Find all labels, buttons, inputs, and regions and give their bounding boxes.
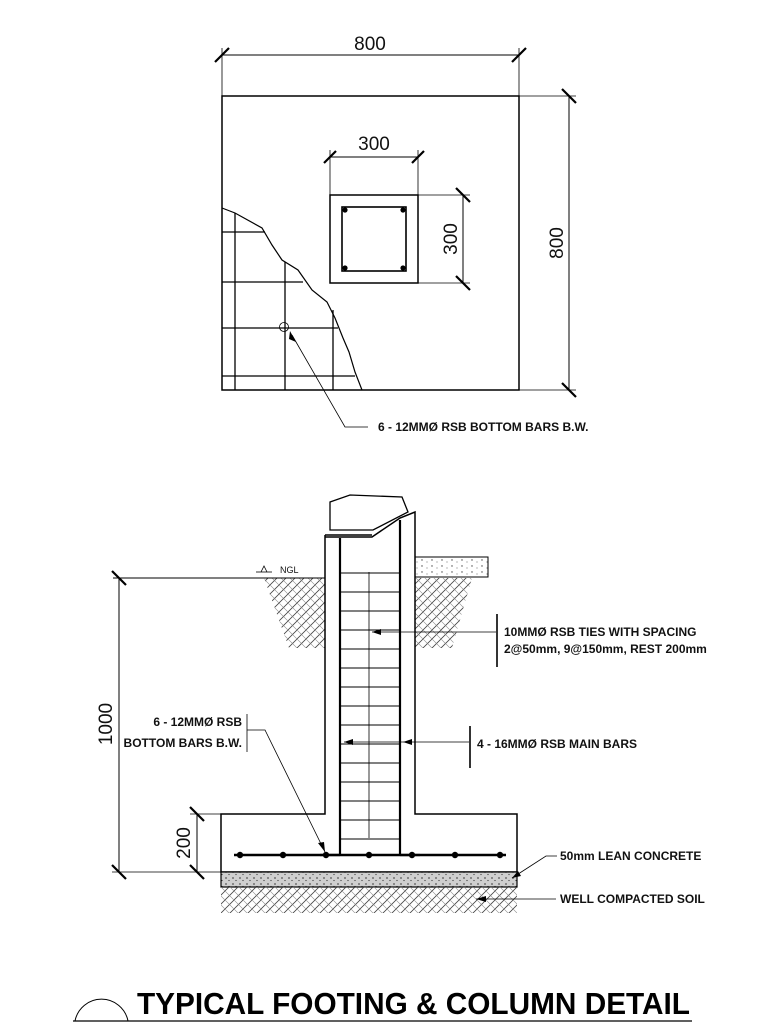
section-slab bbox=[414, 556, 489, 578]
section-lean-concrete-leader bbox=[511, 855, 557, 879]
section-ties-note-line2: 2@50mm, 9@150mm, REST 200mm bbox=[504, 642, 707, 656]
section-lean-concrete-note: 50mm LEAN CONCRETE bbox=[560, 849, 701, 863]
section-dim-footing: 200 bbox=[174, 806, 221, 880]
section-soil-left bbox=[264, 578, 325, 648]
section-ngl-label: NGL bbox=[280, 565, 299, 575]
section-ties bbox=[340, 572, 400, 840]
plan-column bbox=[329, 194, 419, 284]
title-block: TYPICAL FOOTING & COLUMN DETAIL bbox=[73, 986, 692, 1022]
section-main-bars-note: 4 - 16MMØ RSB MAIN BARS bbox=[477, 737, 637, 751]
drawing-title: TYPICAL FOOTING & COLUMN DETAIL bbox=[137, 986, 690, 1021]
plan-dim-width-text: 800 bbox=[354, 34, 386, 55]
section-bottom-bars-leader bbox=[246, 714, 326, 853]
plan-dim-column-width: 300 bbox=[323, 134, 425, 195]
plan-rebar-grid bbox=[221, 207, 363, 391]
section-column-break bbox=[329, 494, 409, 531]
section-soil-leader bbox=[476, 896, 556, 902]
section-bottom-bars-note-line2: BOTTOM BARS B.W. bbox=[124, 736, 242, 750]
section-bottom-bars bbox=[234, 851, 506, 859]
plan-dim-column-width-text: 300 bbox=[358, 134, 390, 155]
section-dim-total-text: 1000 bbox=[96, 703, 117, 745]
section-view: NGL bbox=[96, 494, 707, 913]
plan-footing-outline bbox=[221, 95, 520, 391]
section-ties-note-line1: 10MMØ RSB TIES WITH SPACING bbox=[504, 625, 696, 639]
section-bottom-bars-note-line1: 6 - 12MMØ RSB bbox=[153, 715, 242, 729]
section-ties-leader bbox=[372, 614, 498, 667]
plan-dim-width: 800 bbox=[214, 34, 527, 96]
section-compacted-soil bbox=[221, 887, 517, 913]
section-main-bars-leader bbox=[344, 726, 471, 768]
plan-dim-height: 800 bbox=[519, 88, 577, 398]
plan-dim-column-height-text: 300 bbox=[441, 223, 462, 255]
section-ngl: NGL bbox=[113, 565, 325, 579]
section-lean-concrete bbox=[220, 871, 518, 888]
section-dim-total: 1000 bbox=[96, 570, 221, 880]
plan-dim-height-text: 800 bbox=[547, 227, 568, 259]
section-concrete-outline bbox=[220, 510, 518, 873]
section-dim-footing-text: 200 bbox=[174, 827, 195, 859]
plan-dim-column-height: 300 bbox=[418, 187, 471, 291]
plan-view: 800 800 300 bbox=[214, 34, 588, 434]
plan-bottom-bars-leader bbox=[289, 331, 368, 428]
section-soil-right bbox=[415, 578, 472, 648]
section-soil-note: WELL COMPACTED SOIL bbox=[560, 892, 705, 906]
title-arc bbox=[74, 998, 129, 1022]
plan-bottom-bars-note: 6 - 12MMØ RSB BOTTOM BARS B.W. bbox=[378, 420, 588, 434]
